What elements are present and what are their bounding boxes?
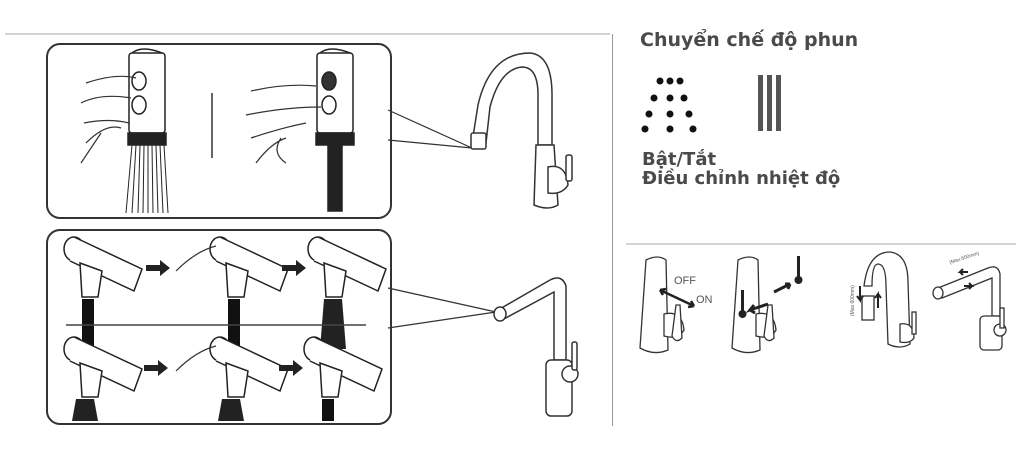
pull-out-extension-illustration: (Max 600mm): [932, 251, 1007, 351]
spray-head-left: [127, 48, 167, 146]
on-label: ON: [696, 294, 713, 306]
arrow-right-icon: [279, 360, 303, 376]
arrow-left-icon: [957, 268, 968, 276]
arrow-up-icon: [874, 291, 882, 308]
arrow-right-icon: [282, 260, 306, 276]
dots-spray-icon: [641, 77, 697, 133]
arrow-right-icon: [144, 360, 168, 376]
thermometer-cold-icon: [738, 290, 747, 318]
temperature-heading: Điều chỉnh nhiệt độ: [642, 168, 841, 189]
hand-left-icon: [80, 75, 137, 164]
arrow-right-icon: [773, 282, 792, 294]
max-length-label: (Max 600mm): [850, 285, 856, 316]
arrow-right-icon: [146, 260, 170, 276]
on-off-lever-illustration: OFF ON: [639, 256, 713, 354]
pull-down-faucet-illustration: [470, 52, 573, 209]
pull-out-faucet-illustration: [493, 277, 579, 417]
off-label: OFF: [674, 275, 696, 287]
pull-down-extension-illustration: (Max 600mm): [850, 251, 917, 348]
hand-right-icon: [245, 84, 322, 164]
arrow-left-icon: [745, 302, 769, 315]
step-row-2: [63, 336, 383, 421]
parallel-lines-stream-icon: [758, 75, 781, 131]
spray-head-right: [315, 48, 355, 212]
arrow-down-icon: [856, 286, 864, 303]
double-arrow-icon: [658, 287, 696, 309]
right-divider: [626, 243, 1016, 245]
top-divider: [5, 33, 610, 35]
step-row-1: [63, 236, 387, 349]
vertical-divider: [612, 34, 613, 426]
max-length-label-2: (Max 600mm): [949, 251, 981, 266]
spray-mode-heading: Chuyển chế độ phun: [640, 29, 859, 51]
pull-down-spray-illustration: [80, 48, 355, 214]
thermometer-hot-icon: [794, 256, 803, 284]
pull-out-spray-illustration: [63, 236, 387, 421]
on-off-heading: Bật/Tắt: [642, 149, 717, 170]
temperature-lever-illustration: [731, 256, 803, 354]
spray-water-icon: [125, 144, 169, 214]
arrow-right-icon: [964, 282, 975, 290]
